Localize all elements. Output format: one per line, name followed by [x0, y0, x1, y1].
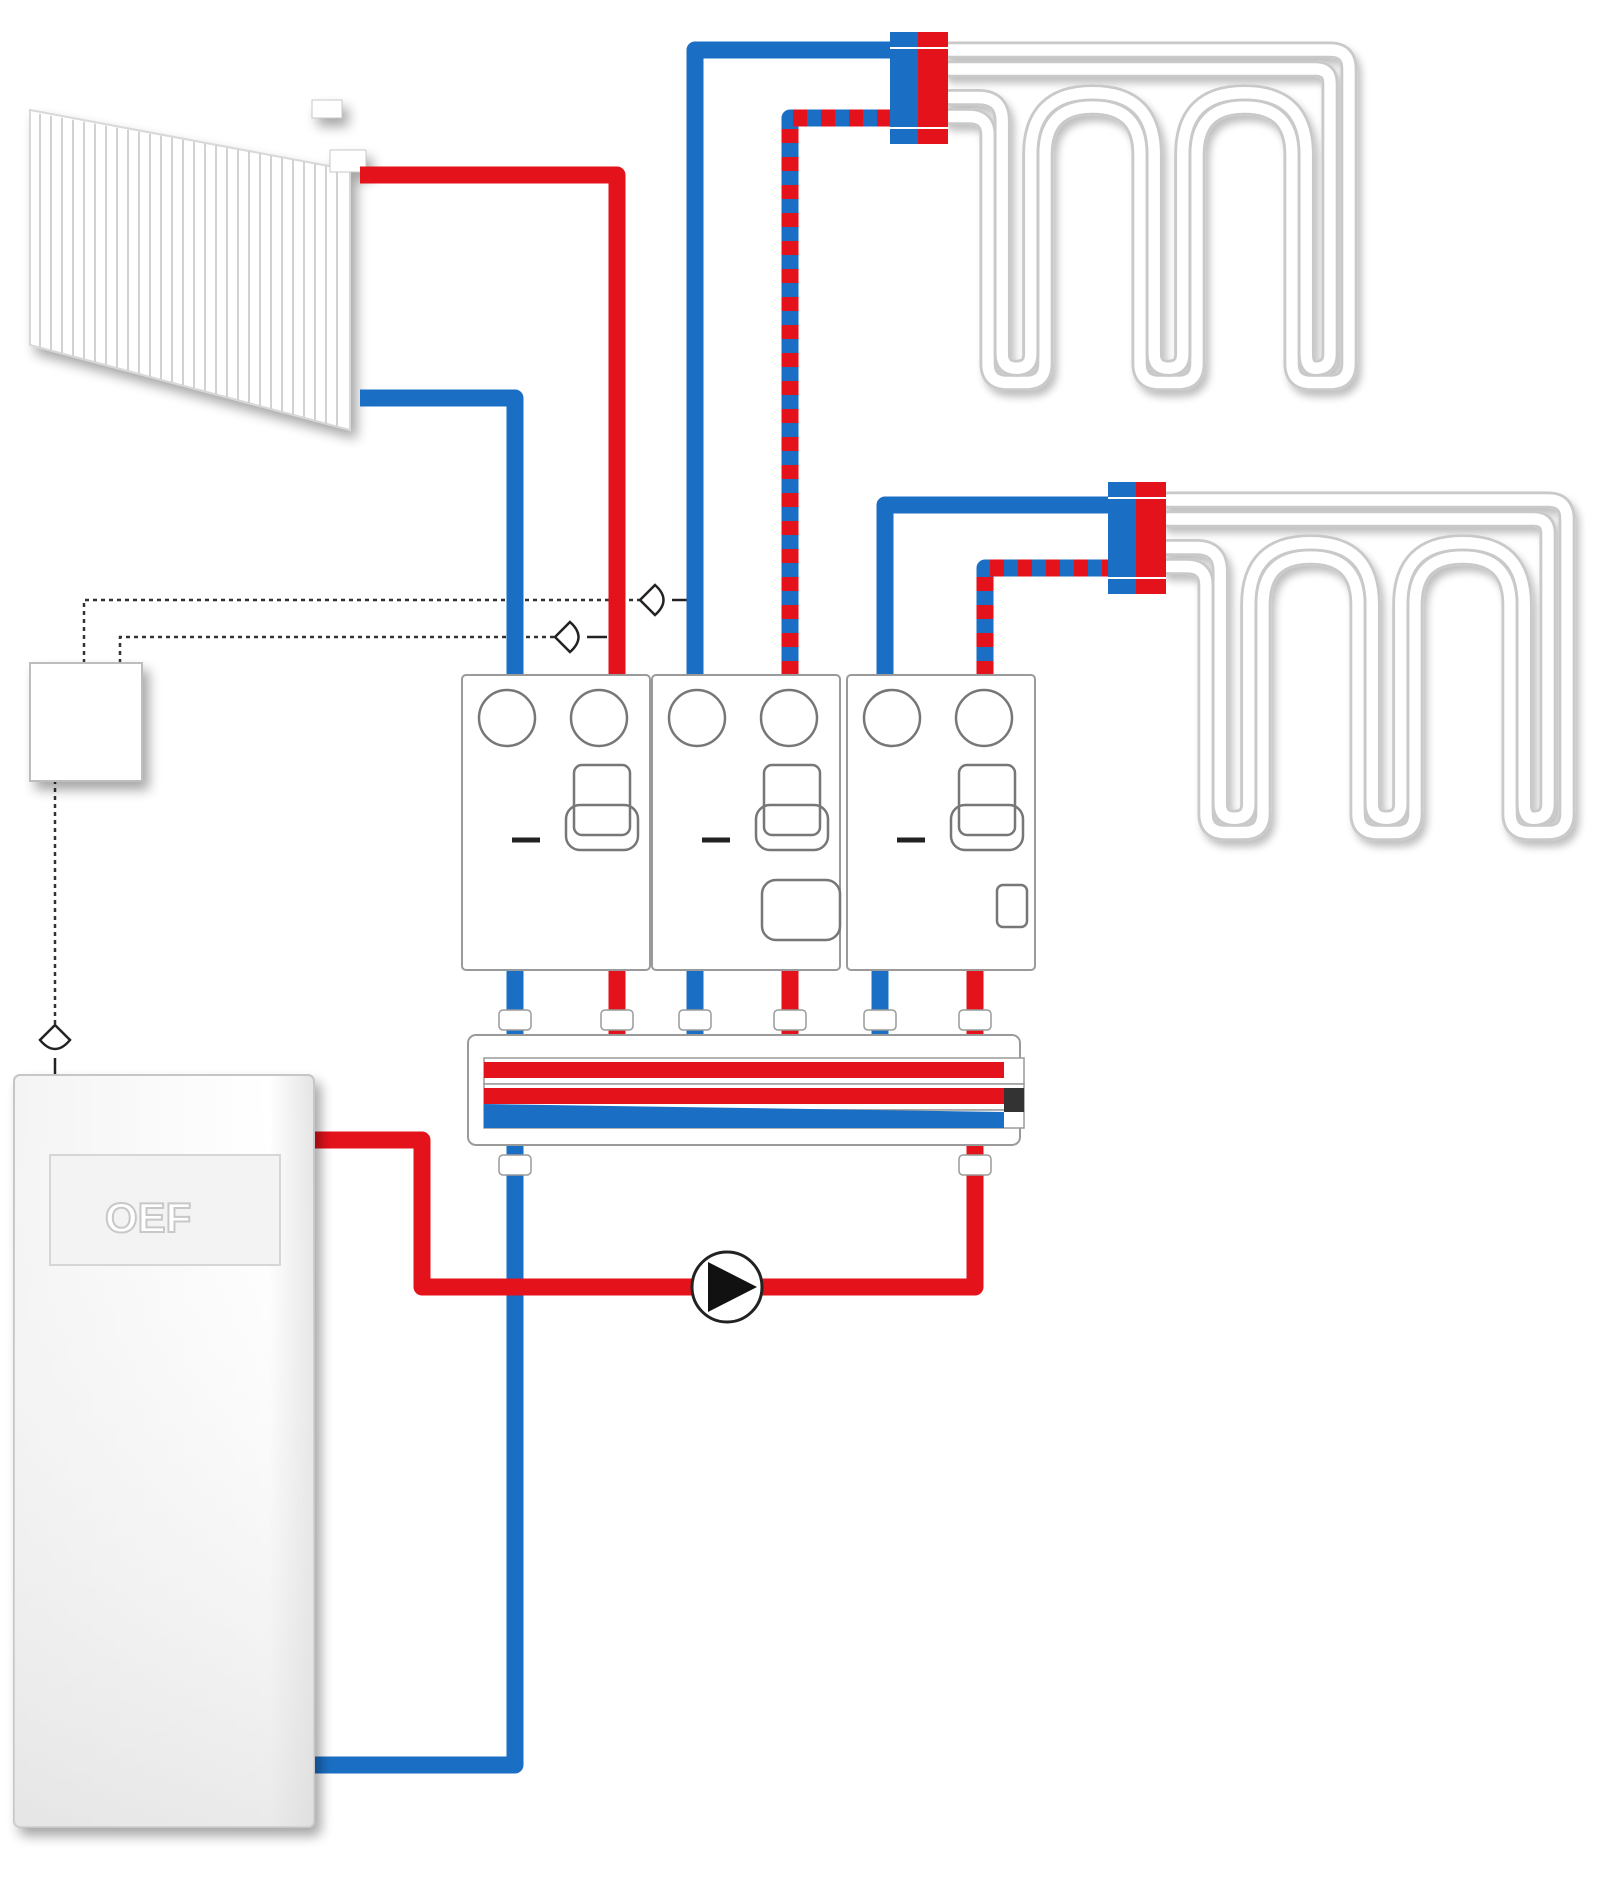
- boiler-supply-pipe-b: [762, 1128, 984, 1296]
- supply-pipes: [314, 166, 984, 1296]
- pump-module-direct: [461, 674, 651, 971]
- coil-manifold-upper: [890, 32, 948, 144]
- floor-heating-coil-lower-icon: [1159, 491, 1576, 842]
- floor2-return-pipe: [876, 496, 1108, 675]
- connector-fitting: [773, 1009, 807, 1031]
- mixer-actuator-icon: [760, 878, 842, 942]
- mixed-pipes: [781, 109, 1108, 675]
- pump-head-icon: [957, 763, 1017, 837]
- boiler-supply-pipe-a: [314, 1131, 692, 1296]
- control-box-icon: [29, 662, 143, 782]
- pump-module-mixed-2: [846, 674, 1036, 971]
- gauge-icon: [862, 688, 922, 748]
- floor-heating-coil-upper-icon: [941, 41, 1358, 392]
- pump-head-icon: [762, 763, 822, 837]
- connector-fitting: [600, 1009, 634, 1031]
- pump-symbol-icon: [690, 1250, 764, 1324]
- gauge-icon: [477, 688, 537, 748]
- connector-fitting: [958, 1154, 992, 1176]
- connector-fitting: [678, 1009, 712, 1031]
- pump-module-mixed-1: [651, 674, 842, 971]
- connector-fitting: [863, 1009, 897, 1031]
- boiler-icon: OEF: [13, 1074, 315, 1828]
- gauge-icon: [569, 688, 629, 748]
- sensor-icon: [38, 583, 690, 1075]
- gauge-icon: [954, 688, 1014, 748]
- boiler-return-pipe: [314, 1128, 524, 1774]
- floor1-supply-pipe: [781, 109, 890, 675]
- gauge-icon: [759, 688, 819, 748]
- gauge-icon: [667, 688, 727, 748]
- control-wiring: [53, 598, 640, 1025]
- connector-fitting: [958, 1009, 992, 1031]
- floor1-return-pipe: [686, 41, 890, 675]
- manifold-icon: [467, 1034, 1025, 1146]
- radiator-supply-pipe: [360, 166, 626, 675]
- radiator-icon: [29, 99, 367, 432]
- radiator-return-pipe: [360, 389, 524, 675]
- floor2-supply-pipe: [976, 559, 1108, 675]
- pump-head-icon: [572, 763, 632, 837]
- coil-manifold-lower: [1108, 482, 1166, 594]
- boiler-logo: OEF: [105, 1194, 191, 1241]
- mixer-actuator-icon: [995, 883, 1029, 929]
- connector-fitting: [498, 1154, 532, 1176]
- connector-fitting: [498, 1009, 532, 1031]
